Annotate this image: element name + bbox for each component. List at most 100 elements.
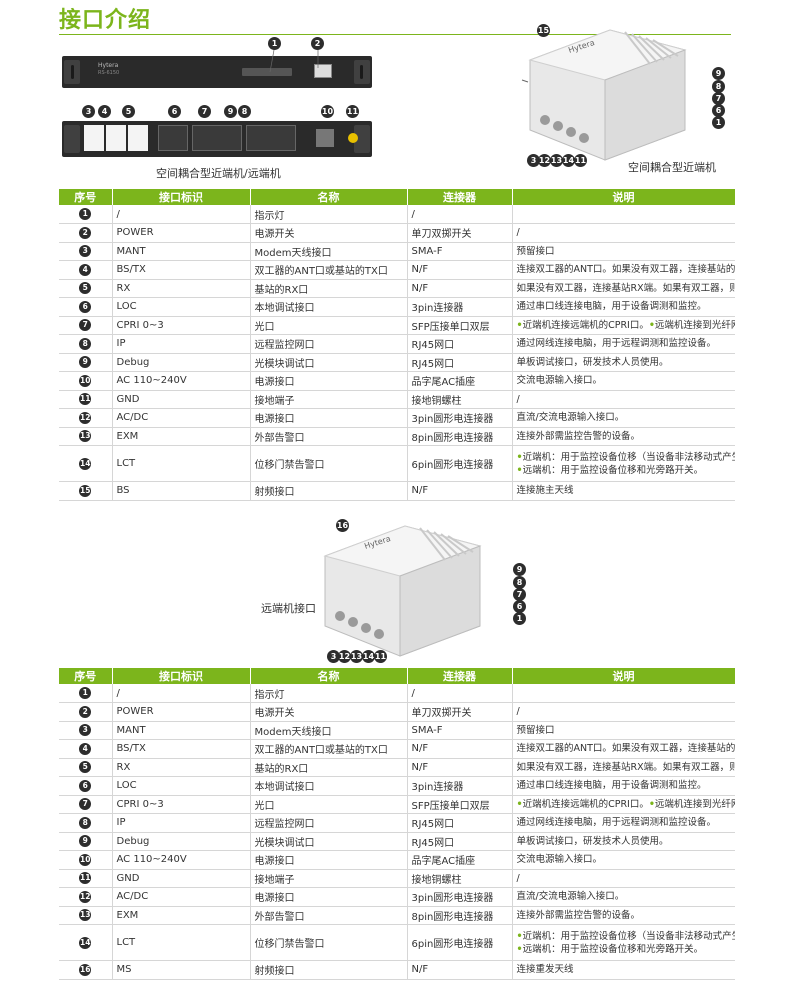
row-name-cell: 双工器的ANT口或基站的TX口: [250, 260, 408, 280]
row-index-badge: 16: [79, 963, 92, 976]
row-index-badge: 11: [79, 872, 92, 885]
rear-module-2: [192, 125, 242, 151]
row-description-text: 近端机连接远端机的CPRI口。: [522, 798, 649, 810]
row-id-cell: RX: [112, 279, 251, 298]
row-connector-cell: /: [407, 684, 513, 703]
col-header-index: 序号: [59, 189, 113, 205]
row-connector-cell: RJ45网口: [407, 353, 513, 372]
bullet-icon: •: [516, 464, 523, 476]
row-id-cell: LCT: [112, 924, 251, 961]
row-index-badge: 3: [79, 245, 92, 258]
row-description-cell: 通过网线连接电脑，用于远程调测和监控设备。: [512, 813, 735, 833]
col-header-name: 名称: [250, 668, 408, 684]
rack-model: RS-6150: [98, 70, 120, 76]
callout-8: 8: [513, 576, 526, 589]
row-name-cell: 光口: [250, 795, 408, 814]
row-description-text: 近端机：用于监控设备位移（当设备非法移动式产生告警）。: [522, 930, 735, 942]
row-description-text: 近端机：用于监控设备位移（当设备非法移动式产生告警）。: [522, 451, 735, 463]
callout-8: 8: [238, 105, 251, 118]
row-description-cell: /: [512, 702, 735, 722]
row-index-cell: 2: [59, 223, 113, 243]
row-index-badge: 8: [79, 816, 92, 829]
row-id-cell: BS: [112, 481, 251, 501]
row-index-cell: 8: [59, 813, 113, 833]
row-index-badge: 8: [79, 337, 92, 350]
callout-15: 15: [537, 24, 550, 37]
row-name-cell: 射频接口: [250, 481, 408, 501]
row-index-badge: 12: [79, 890, 92, 903]
callout-13: 13: [550, 154, 563, 167]
row-name-cell: 电源接口: [250, 371, 408, 391]
row-index-cell: 3: [59, 242, 113, 261]
row-index-cell: 6: [59, 776, 113, 796]
callout-6: 6: [712, 104, 725, 117]
col-header-connector: 连接器: [407, 668, 513, 684]
bullet-icon: •: [516, 451, 523, 463]
callout-11: 11: [346, 105, 359, 118]
row-connector-cell: 接地铜螺柱: [407, 869, 513, 888]
row-description-text-2: 远端机：用于监控设备位移和光旁路开关。: [522, 943, 704, 955]
callout-13: 13: [350, 650, 363, 663]
rack-ear-right: [354, 125, 370, 153]
row-index-cell: 10: [59, 371, 113, 391]
row-name-cell: 双工器的ANT口或基站的TX口: [250, 739, 408, 759]
row-index-badge: 4: [79, 742, 92, 755]
row-name-cell: 接地端子: [250, 390, 408, 409]
figure1-caption: 空间耦合型近端机/远端机: [156, 167, 281, 180]
rear-port-block-c: [128, 125, 148, 151]
rack-front-view: Hytera RS-6150: [62, 56, 372, 88]
row-name-cell: 基站的RX口: [250, 758, 408, 777]
row-name-cell: 远程监控网口: [250, 813, 408, 833]
rack-slot-right: [360, 65, 363, 79]
row-index-badge: 6: [79, 300, 92, 313]
row-connector-cell: 6pin圆形电连接器: [407, 924, 513, 961]
row-id-cell: AC 110~240V: [112, 371, 251, 391]
table-header-row: 序号 接口标识 名称 连接器 说明: [59, 189, 736, 205]
row-connector-cell: 6pin圆形电连接器: [407, 445, 513, 482]
row-name-cell: 位移门禁告警口: [250, 445, 408, 482]
callout-1: 1: [268, 37, 281, 50]
row-name-cell: 电源接口: [250, 887, 408, 907]
row-index-cell: 1: [59, 684, 113, 703]
row-index-badge: 14: [79, 936, 92, 949]
callout-3: 3: [82, 105, 95, 118]
figure2-caption: 空间耦合型近端机: [628, 161, 716, 174]
row-connector-cell: N/F: [407, 758, 513, 777]
callout-14: 14: [362, 650, 375, 663]
callout-7: 7: [198, 105, 211, 118]
row-connector-cell: RJ45网口: [407, 813, 513, 833]
page-title: 接口介绍: [59, 8, 152, 33]
row-description-text-2: 远端机连接到光纤网络。: [654, 798, 735, 810]
callout-12: 12: [338, 650, 351, 663]
row-index-cell: 3: [59, 721, 113, 740]
row-name-cell: 光模块调试口: [250, 353, 408, 372]
row-index-cell: 11: [59, 869, 113, 888]
power-switch: [314, 64, 332, 78]
row-name-cell: Modem天线接口: [250, 242, 408, 261]
row-index-cell: 5: [59, 279, 113, 298]
row-index-badge: 5: [79, 761, 92, 774]
row-id-cell: CPRI 0~3: [112, 316, 251, 335]
row-description-cell: 如果没有双工器，连接基站RX端。如果有双工器，则不用。: [512, 758, 735, 777]
row-description-cell: 连接重发天线: [512, 960, 735, 980]
row-index-badge: 13: [79, 430, 92, 443]
row-name-cell: 光口: [250, 316, 408, 335]
row-description-text-2: 远端机：用于监控设备位移和光旁路开关。: [522, 464, 704, 476]
row-index-badge: 15: [79, 484, 92, 497]
row-description-cell: 连接双工器的ANT口。如果没有双工器，连接基站的TX口。: [512, 260, 735, 280]
callout-5: 5: [122, 105, 135, 118]
row-name-cell: 基站的RX口: [250, 279, 408, 298]
row-name-cell: 射频接口: [250, 960, 408, 980]
row-id-cell: AC/DC: [112, 887, 251, 907]
